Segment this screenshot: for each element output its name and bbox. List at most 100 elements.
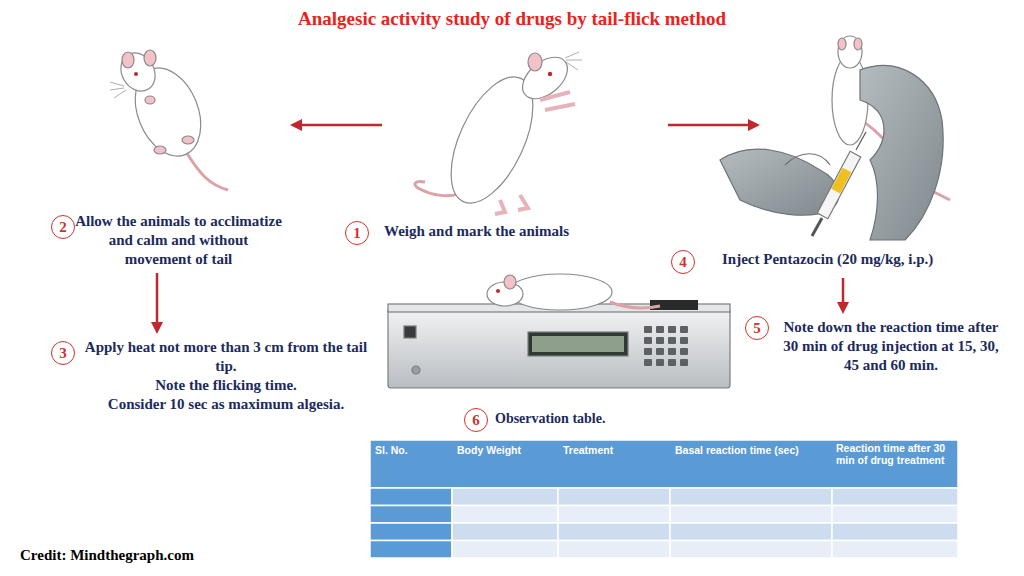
observation-table-part-part: [452, 541, 558, 559]
arrow-shaft: [842, 278, 845, 304]
observation-table-part: [370, 440, 958, 488]
step-number: 5: [745, 316, 769, 340]
injection-figure-part: [831, 168, 851, 194]
observation-table-part-part: [452, 523, 558, 541]
rat-figure-part: [114, 47, 162, 98]
step-node: 4Inject Pentazocin (20 mg/kg, i.p.): [670, 250, 990, 274]
rat-figure-part: [540, 92, 575, 110]
injection-figure-part: [856, 132, 866, 150]
keypad-part: [644, 337, 652, 344]
keypad-part: [668, 337, 676, 344]
keypad-part: [656, 337, 664, 344]
rat-figure-part: [145, 96, 155, 104]
observation-table-part-part: [832, 488, 958, 506]
keypad-part: [668, 359, 676, 366]
step-number: 6: [464, 408, 488, 432]
observation-table-part-part: [670, 488, 832, 506]
rat-figure-part: [154, 146, 166, 154]
keypad-part: [680, 326, 688, 333]
step-text-box: Allow the animals to acclimatize and cal…: [75, 212, 282, 269]
rat-figure-part: [496, 289, 500, 293]
injection-figure: [720, 36, 950, 240]
step-text: Apply heat not more than 3 cm from the t…: [80, 338, 372, 376]
observation-table-part-part: [370, 488, 452, 506]
injection-figure-part: [860, 66, 943, 240]
step-number: 2: [51, 215, 75, 239]
observation-table: [370, 440, 958, 558]
keypad-part: [656, 326, 664, 333]
rat-figure-part: [144, 50, 156, 66]
keypad-part: [644, 359, 652, 366]
analgesiometer-part: [388, 308, 730, 388]
step-text-box: Observation table.: [495, 409, 643, 428]
flow-arrow-part: [300, 124, 382, 127]
rat-figure-part: [185, 150, 228, 190]
rat-figure-part: [182, 136, 194, 144]
observation-table-part-part: [832, 506, 958, 524]
keypad-part: [644, 326, 652, 333]
observation-table-part-part: [832, 523, 958, 541]
analgesiometer-part: [528, 332, 628, 356]
analgesiometer-part: [412, 366, 420, 374]
analgesiometer-part: [404, 326, 416, 338]
step-text-box: Note down the reaction time after 30 min…: [775, 318, 1007, 375]
keypad-part: [680, 348, 688, 355]
observation-table-part-part: [670, 523, 832, 541]
table-header: Sl. No.: [375, 444, 449, 456]
injection-figure-part: [785, 154, 830, 165]
observation-table-part-part: [452, 488, 558, 506]
observation-table-part-part: [452, 506, 558, 524]
keypad-part: [668, 348, 676, 355]
flow-arrow-part: [748, 119, 760, 131]
step-text: Observation table.: [495, 409, 643, 428]
observation-table-part-part: [370, 523, 452, 541]
injection-figure-part: [812, 218, 822, 236]
rat-figure-part: [123, 58, 213, 166]
rat-figure: [487, 274, 660, 310]
step-text-box: Apply heat not more than 3 cm from the t…: [80, 338, 372, 414]
rat-figure-part: [122, 52, 134, 68]
rat-figure-part: [528, 53, 542, 71]
keypad-part: [680, 337, 688, 344]
flow-arrow: [837, 278, 849, 314]
step-text-box: Weigh and mark the animals: [384, 222, 614, 241]
rat-figure-part: [134, 72, 138, 76]
keypad-part: [656, 348, 664, 355]
step-text: Weigh and mark the animals: [384, 222, 614, 241]
credit-note: Credit: Mindthegraph.com: [20, 546, 280, 564]
observation-table-part-part: [558, 523, 670, 541]
step-text: Note down the reaction time after 30 min…: [775, 318, 1007, 375]
injection-figure-part: [854, 38, 862, 50]
step-node: 6 Observation table.: [463, 409, 643, 433]
step-node: 2Allow the animals to acclimatize and ca…: [50, 212, 282, 269]
keypad-part: [668, 326, 676, 333]
table-header: Basal reaction time (sec): [675, 444, 830, 456]
step-node: 1Weigh and mark the animals: [344, 222, 614, 246]
table-header: Body Weight: [457, 444, 555, 456]
keypad-part: [680, 359, 688, 366]
analgesiometer-part: [532, 336, 624, 352]
observation-table-part-part: [370, 506, 452, 524]
rat-figure-part: [508, 274, 612, 310]
injection-figure-part: [817, 151, 860, 218]
rat-figure-part: [565, 52, 582, 70]
table-header: Reaction time after 30 min of drug treat…: [836, 442, 956, 466]
keypad-part: [656, 359, 664, 366]
observation-table-part-part: [670, 506, 832, 524]
step-number: 3: [51, 341, 75, 365]
step-text-box: Inject Pentazocin (20 mg/kg, i.p.): [722, 250, 990, 269]
observation-table-part-part: [558, 541, 670, 559]
arrow-shaft: [156, 273, 159, 324]
injection-figure-part: [838, 36, 862, 68]
observation-table-part-part: [558, 488, 670, 506]
rat-figure-part: [504, 275, 516, 289]
step-text: Allow the animals to acclimatize and cal…: [75, 212, 282, 269]
observation-table-part-part: [558, 506, 670, 524]
flow-arrow-part: [290, 119, 302, 131]
rat-figure: [110, 47, 228, 190]
step-text: Note the flicking time.: [80, 376, 372, 395]
observation-table-part-part: [832, 541, 958, 559]
